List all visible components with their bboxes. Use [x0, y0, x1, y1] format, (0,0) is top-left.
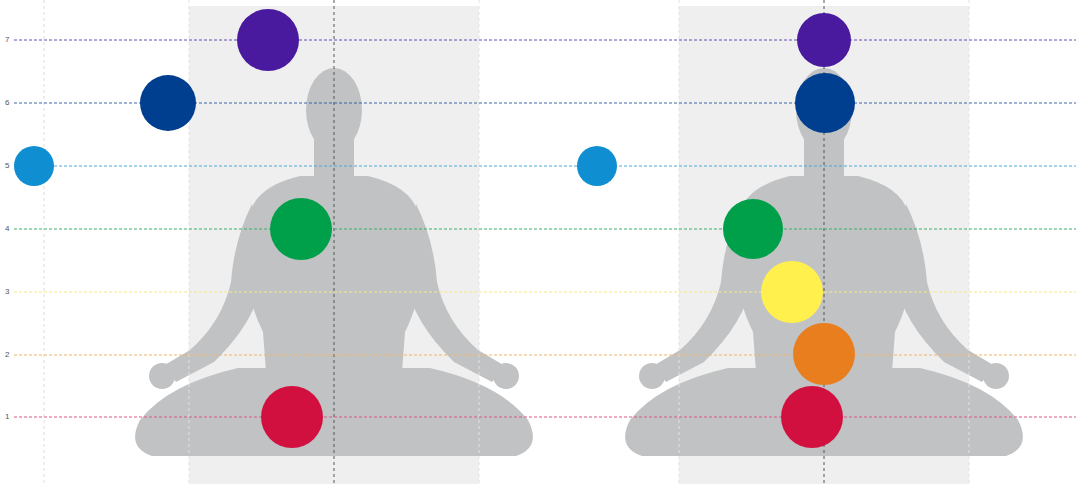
guide-line	[189, 0, 190, 484]
level-line	[14, 292, 1076, 293]
level-line	[14, 417, 1076, 418]
throat-chakra	[577, 146, 617, 186]
level-lines	[14, 40, 1076, 417]
guide-line	[969, 0, 970, 484]
third-eye-chakra	[140, 75, 196, 131]
level-number: 7	[5, 35, 9, 45]
right-chakras	[577, 13, 855, 448]
left-chakras	[14, 9, 332, 448]
sacral-chakra	[793, 323, 855, 385]
vertical-guides	[44, 0, 969, 484]
level-line	[14, 229, 1076, 230]
crown-chakra	[797, 13, 851, 67]
heart-chakra	[723, 199, 783, 259]
level-line	[14, 40, 1076, 41]
level-number: 1	[5, 412, 9, 422]
third-eye-chakra	[795, 73, 855, 133]
solar-plexus-chakra	[761, 261, 823, 323]
level-line	[14, 166, 1076, 167]
right-figure	[625, 68, 1023, 456]
throat-chakra	[14, 146, 54, 186]
heart-chakra	[270, 198, 332, 260]
guide-line	[679, 0, 680, 484]
guide-line	[479, 0, 480, 484]
level-number: 6	[5, 98, 9, 108]
guide-line	[44, 0, 45, 484]
level-number: 3	[5, 287, 9, 297]
level-number: 2	[5, 350, 9, 360]
level-line	[14, 355, 1076, 356]
level-number: 5	[5, 161, 9, 171]
root-chakra	[261, 386, 323, 448]
root-chakra	[781, 386, 843, 448]
level-number: 4	[5, 224, 9, 234]
crown-chakra	[237, 9, 299, 71]
center-line	[334, 0, 335, 484]
